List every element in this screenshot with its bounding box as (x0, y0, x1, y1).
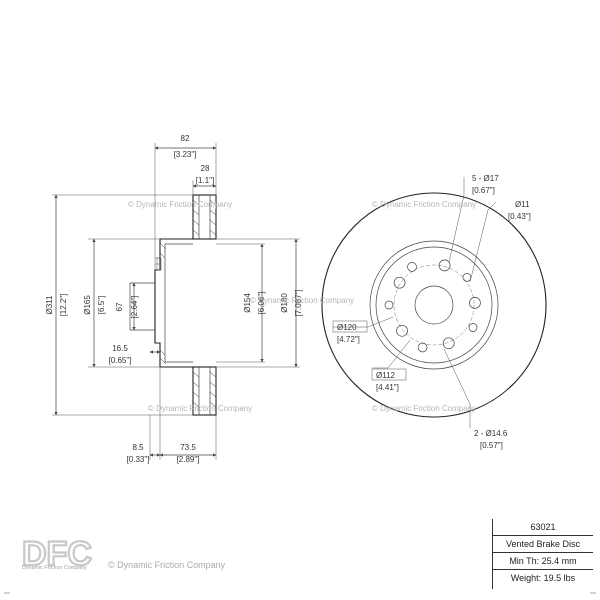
dim-center-bore: 67 (115, 302, 124, 311)
dim-overall-height-in: [2.89"] (177, 455, 200, 464)
label-bolt-circle-in: [4.41"] (376, 383, 399, 392)
watermark-4: © Dynamic Friction Company (148, 404, 252, 413)
label-hub-pilot: Ø120 (337, 323, 357, 332)
min-thickness: Min Th: 25.4 mm (493, 553, 593, 570)
side-section-view: 82 [3.23"] 28 [1.1"] Ø311 [12.2"] Ø165 [… (45, 134, 303, 464)
watermark-2: © Dynamic Friction Company (372, 200, 476, 209)
bolt-hole (469, 297, 481, 309)
label-bolt-circle: Ø112 (376, 371, 396, 380)
hat-section (129, 238, 193, 368)
locator-hole (407, 262, 417, 272)
dfc-logo: DFC (22, 534, 93, 573)
watermark-3: © Dynamic Friction Company (250, 296, 354, 305)
label-small-hole-in: [0.43"] (508, 212, 531, 221)
disc-ring-lower (192, 366, 217, 416)
center-bore-circle (414, 285, 454, 325)
bolt-hole (438, 259, 451, 272)
bolt-hole (442, 337, 455, 350)
front-holes (384, 259, 481, 353)
dim-hat-diameter: Ø165 (83, 295, 92, 315)
weight: Weight: 19.5 lbs (510, 573, 576, 583)
dim-inner-diameter-in: [7.087"] (294, 289, 303, 316)
part-number: 63021 (493, 519, 593, 536)
small-hole (462, 273, 472, 282)
watermark-5: © Dynamic Friction Company (372, 404, 476, 413)
dim-disc-thickness-in: [0.65"] (109, 356, 132, 365)
label-small-hole: Ø11 (515, 200, 530, 209)
dim-hat-width-in: [1.1"] (196, 176, 214, 185)
small-hole (468, 323, 478, 332)
dim-overall-width-in: [3.23"] (174, 150, 197, 159)
dim-overall-width: 82 (181, 134, 190, 143)
front-view: 5 - Ø17 [0.67"] Ø11 [0.43"] Ø120 [4.72"]… (321, 174, 547, 450)
dim-hub-diameter-in: [6.06"] (257, 292, 266, 315)
label-bolt-holes: 5 - Ø17 (472, 174, 499, 183)
label-locator-holes: 2 - Ø14.6 (474, 429, 508, 438)
locator-hole (417, 342, 428, 353)
dim-disc-thickness: 16.5 (112, 344, 128, 353)
small-hole (384, 300, 394, 310)
product-type: Vented Brake Disc (493, 536, 593, 553)
spec-block: 63021 Vented Brake Disc Min Th: 25.4 mm … (492, 519, 593, 589)
label-hub-pilot-in: [4.72"] (337, 335, 360, 344)
dim-hat-offset-in: [0.33"] (127, 455, 150, 464)
dim-rotor-diameter: Ø311 (45, 295, 54, 315)
friction-inner-circle (369, 240, 499, 370)
hat-circle (375, 246, 493, 364)
dim-inner-diameter: Ø180 (280, 293, 289, 313)
label-locator-holes-in: [0.57"] (480, 441, 503, 450)
footer-watermark: © Dynamic Friction Company (108, 560, 226, 570)
bolt-circle (393, 264, 475, 346)
dim-hat-offset: 8.5 (132, 443, 144, 452)
logo-caption: Dynamic Friction Company (22, 565, 87, 571)
dim-hub-diameter: Ø154 (243, 293, 252, 313)
dim-hat-diameter-in: [6.5"] (97, 296, 106, 314)
dim-hat-width: 28 (201, 164, 210, 173)
disc-ring-upper (192, 194, 217, 240)
label-bolt-holes-in: [0.67"] (472, 186, 495, 195)
bolt-hole (393, 276, 406, 289)
rotor-outer-circle (321, 192, 547, 418)
dim-rotor-diameter-in: [12.2"] (59, 294, 68, 317)
watermark-1: © Dynamic Friction Company (128, 200, 232, 209)
svg-text:DFC: DFC (22, 535, 92, 573)
dim-center-bore-in: [2.64"] (130, 296, 139, 319)
dim-overall-height: 73.5 (180, 443, 196, 452)
bolt-hole (396, 324, 408, 337)
